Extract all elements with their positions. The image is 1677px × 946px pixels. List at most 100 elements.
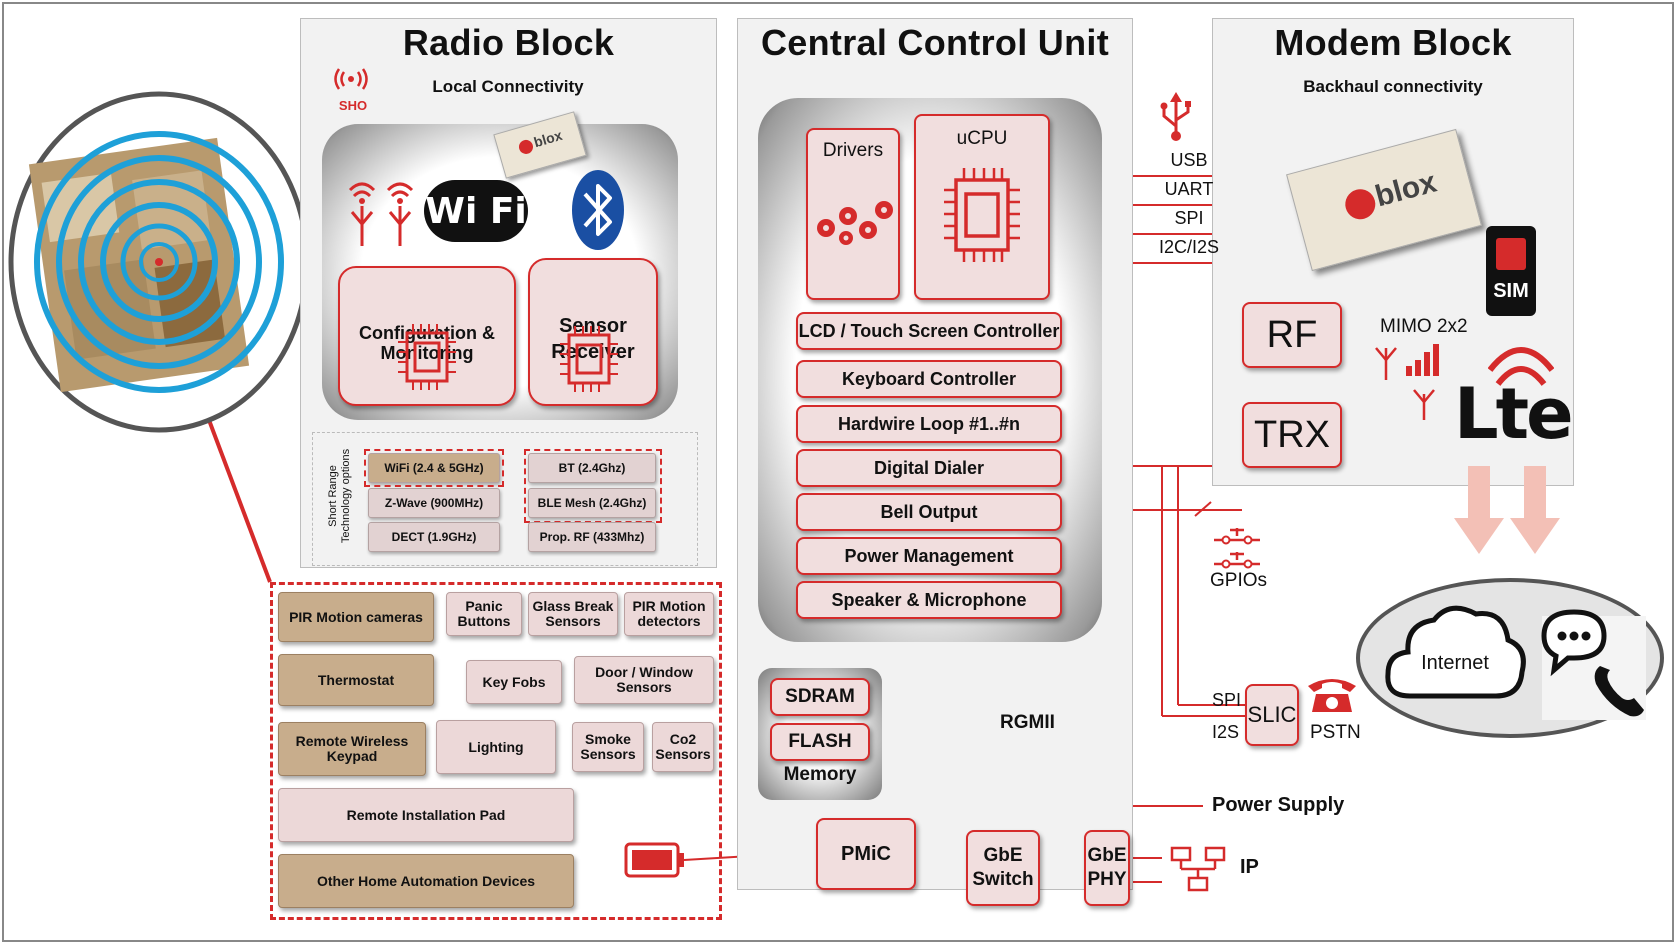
device-pir-cameras: PIR Motion cameras	[278, 592, 434, 642]
speaker-microphone-box: Speaker & Microphone	[796, 581, 1062, 619]
internet-cloud-icon	[1385, 605, 1526, 699]
rf-box: RF	[1242, 302, 1342, 368]
mimo-antenna-icons	[1375, 344, 1439, 420]
option-bt: BT (2.4Ghz)	[528, 453, 656, 483]
lte-logo: Lte	[1454, 373, 1574, 455]
bell-output-box: Bell Output	[796, 493, 1062, 531]
device-other: Other Home Automation Devices	[278, 854, 574, 908]
trx-box: TRX	[1242, 402, 1342, 468]
sensor-chip-icon	[560, 326, 618, 392]
sdram-box: SDRAM	[770, 678, 870, 716]
gbe-switch-box: GbE Switch	[966, 830, 1040, 906]
option-prop-rf: Prop. RF (433Mhz)	[528, 522, 656, 552]
device-door-window: Door / Window Sensors	[574, 656, 714, 704]
bluetooth-icon	[572, 170, 624, 250]
device-panic-buttons: Panic Buttons	[446, 592, 522, 636]
voice-chat-icon	[1541, 609, 1646, 720]
gbe-switch-label-2: Switch	[972, 869, 1034, 890]
sensor-label-1: Sensor	[559, 315, 627, 337]
radio-block-subtitle: Local Connectivity	[432, 77, 584, 96]
keyboard-controller-box: Keyboard Controller	[796, 360, 1062, 398]
ucpu-label: uCPU	[956, 128, 1008, 149]
slic-box: SLIC	[1245, 684, 1299, 746]
ublox-large-dot-icon	[1341, 185, 1379, 223]
config-label-2: Monitoring	[380, 343, 474, 363]
memory-label: Memory	[783, 764, 857, 785]
option-wifi: WiFi (2.4 & 5GHz)	[368, 453, 500, 483]
usb-icon	[1160, 92, 1191, 141]
device-smoke: Smoke Sensors	[572, 722, 644, 772]
home-coverage-illustration	[8, 91, 310, 433]
pstn-label: PSTN	[1310, 722, 1361, 743]
gbe-switch-label-1: GbE	[983, 845, 1023, 866]
lte-signal-icon	[1488, 347, 1554, 386]
config-monitoring-box: Configuration & Monitoring	[338, 266, 516, 406]
sho-wave-icon	[334, 68, 368, 90]
ucpu-box: uCPU	[914, 114, 1050, 300]
internet-label: Internet	[1421, 652, 1489, 674]
ucpu-chip-icon	[944, 168, 1020, 262]
option-dect: DECT (1.9GHz)	[368, 522, 500, 552]
options-side-label: Short Range Technology options	[320, 438, 360, 560]
ublox-small-label: blox	[531, 126, 564, 151]
power-supply-label: Power Supply	[1212, 794, 1345, 816]
wifi-logo: Wi Fi	[424, 180, 528, 242]
gbe-phy-label-2: PHY	[1087, 869, 1127, 890]
lcd-controller-box: LCD / Touch Screen Controller	[796, 312, 1062, 350]
iface-uart: UART	[1164, 179, 1214, 199]
gbe-phy-label-1: GbE	[1087, 845, 1127, 866]
device-glass-break: Glass Break Sensors	[528, 592, 618, 636]
ublox-dot-icon	[517, 138, 535, 156]
hardwire-loop-box: Hardwire Loop #1..#n	[796, 405, 1062, 443]
sensor-label-2: Receiver	[551, 341, 635, 363]
devices-panel	[270, 582, 722, 920]
sensor-receiver-box: Sensor Receiver	[528, 258, 658, 406]
ccu-title: Central Control Unit	[761, 22, 1109, 63]
rgmii-label: RGMII	[1000, 712, 1055, 733]
digital-dialer-box: Digital Dialer	[796, 449, 1062, 487]
device-pir-detectors: PIR Motion detectors	[624, 592, 714, 636]
options-label-1: Short Range	[327, 465, 339, 527]
slic-spi-label: SPI	[1212, 690, 1242, 710]
ip-label: IP	[1240, 856, 1259, 878]
device-lighting: Lighting	[436, 720, 556, 774]
wifi-antenna-icons	[348, 182, 414, 246]
ublox-large-label: blox	[1371, 165, 1440, 214]
device-thermostat: Thermostat	[278, 654, 434, 706]
device-remote-keypad: Remote Wireless Keypad	[278, 722, 426, 776]
options-frame	[312, 432, 698, 566]
mimo-label: MIMO 2x2	[1380, 316, 1468, 337]
battery-icon	[624, 842, 684, 878]
sho-label: SHO	[338, 98, 368, 113]
option-ble-mesh: BLE Mesh (2.4Ghz)	[528, 488, 656, 518]
pmic-box: PMiC	[816, 818, 916, 890]
iface-usb: USB	[1170, 150, 1208, 170]
options-label-2: Technology options	[340, 448, 352, 544]
gbe-phy-box: GbE PHY	[1084, 830, 1130, 906]
option-bt-highlight	[524, 449, 662, 523]
gpios-label: GPIOs	[1210, 570, 1268, 591]
sim-label: SIM	[1493, 280, 1529, 302]
modem-block-subtitle: Backhaul connectivity	[1303, 77, 1483, 96]
gears-icon	[817, 201, 893, 245]
gpio-switch-icon	[1214, 528, 1260, 569]
config-chip-icon	[398, 324, 456, 390]
slic-i2s-label: I2S	[1212, 722, 1240, 742]
device-install-pad: Remote Installation Pad	[278, 788, 574, 842]
device-key-fobs: Key Fobs	[466, 660, 562, 704]
device-co2: Co2 Sensors	[652, 722, 714, 772]
sim-card-icon: SIM	[1486, 226, 1536, 316]
power-management-box: Power Management	[796, 537, 1062, 575]
modem-block-title: Modem Block	[1274, 22, 1512, 63]
option-wifi-highlight	[364, 449, 504, 487]
wifi-logo-text: Wi Fi	[425, 190, 527, 232]
drivers-label: Drivers	[822, 140, 884, 161]
radio-block-title: Radio Block	[402, 22, 615, 63]
telephone-icon	[1308, 679, 1356, 712]
iface-spi: SPI	[1174, 208, 1204, 228]
down-arrows	[1454, 466, 1560, 554]
flash-box: FLASH	[770, 723, 870, 761]
network-icon	[1170, 846, 1226, 892]
